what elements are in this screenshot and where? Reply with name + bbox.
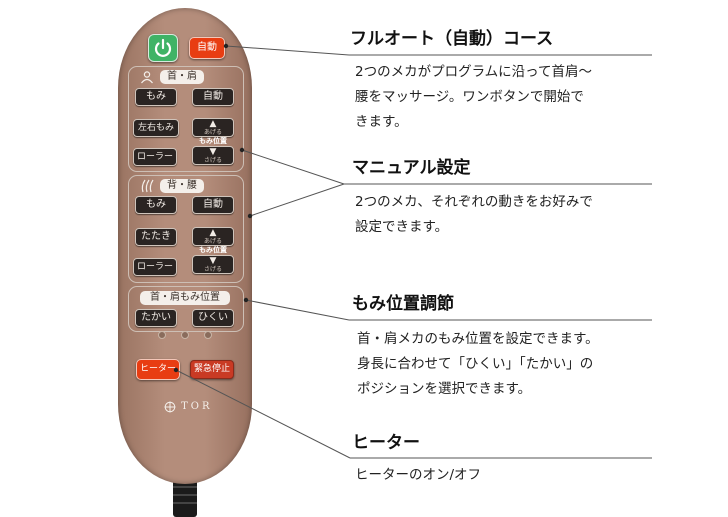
back-down-button[interactable]: ▼ さげる [192,255,234,274]
position-title: 首・肩もみ位置 [140,291,230,305]
back-waist-title: 背・腰 [160,179,204,193]
neck-up-small-label: あげる [203,129,222,136]
indicator-light [181,331,189,339]
back-tataki-button[interactable]: たたき [135,228,177,246]
heater-button[interactable]: ヒーター [136,359,180,380]
neck-momi-button[interactable]: もみ [135,88,177,106]
triangle-down-icon: ▼ [209,147,217,157]
logo-mark-icon [164,401,176,412]
remote-cable [173,478,197,517]
callout-heading-full-auto: フルオート（自動）コース [350,29,554,49]
back-up-small-label: あげる [203,238,222,245]
neck-position-label: もみ位置 [199,137,227,145]
remote-body: 自動 首・肩 もみ 自動 左右もみ ▲ あげる もみ位置 ローラー ▼ さげる … [118,8,252,484]
callout-text-position: 首・肩メカのもみ位置を設定できます。 身長に合わせて「ひくい」「たかい」の ポジ… [357,331,599,397]
back-wave-icon [141,179,154,193]
back-up-button[interactable]: ▲ あげる [192,227,234,246]
neck-up-button[interactable]: ▲ あげる [192,118,234,137]
callout-text-manual: 2つのメカ、それぞれの動きをお好みで 設定できます。 [355,194,593,235]
back-momi-button[interactable]: もみ [135,196,177,214]
back-waist-panel [128,175,244,283]
auto-course-button[interactable]: 自動 [189,37,225,59]
power-icon [154,38,172,57]
back-down-small-label: さげる [203,266,222,273]
triangle-up-icon: ▲ [209,119,217,129]
indicator-light [204,331,212,339]
triangle-up-icon: ▲ [209,228,217,238]
callout-heading-position: もみ位置調節 [352,294,454,314]
callout-text-full-auto: 2つのメカがプログラムに沿って首肩〜 腰をマッサージ。ワンボタンで開始で きます… [355,64,593,130]
neck-person-icon [141,71,153,84]
triangle-down-icon: ▼ [209,256,217,266]
neck-sayu-momi-button[interactable]: 左右もみ [133,119,179,137]
indicator-light [158,331,166,339]
back-roller-button[interactable]: ローラー [133,258,177,276]
neck-down-small-label: さげる [203,157,222,164]
neck-auto-button[interactable]: 自動 [192,88,234,106]
callout-heading-heater: ヒーター [352,433,420,453]
neck-shoulder-title: 首・肩 [160,70,204,84]
neck-down-button[interactable]: ▼ さげる [192,146,234,165]
back-position-label: もみ位置 [199,246,227,254]
neck-roller-button[interactable]: ローラー [133,148,177,166]
callout-text-heater: ヒーターのオン/オフ [355,467,482,483]
power-button[interactable] [148,34,178,62]
neck-shoulder-panel [128,66,244,172]
callout-heading-manual: マニュアル設定 [352,158,471,178]
logo-text: TOR [181,401,213,412]
position-high-button[interactable]: たかい [135,309,177,327]
back-auto-button[interactable]: 自動 [192,196,234,214]
emergency-stop-button[interactable]: 緊急停止 [190,360,234,379]
position-low-button[interactable]: ひくい [192,309,234,327]
tor-logo: TOR [164,396,213,412]
